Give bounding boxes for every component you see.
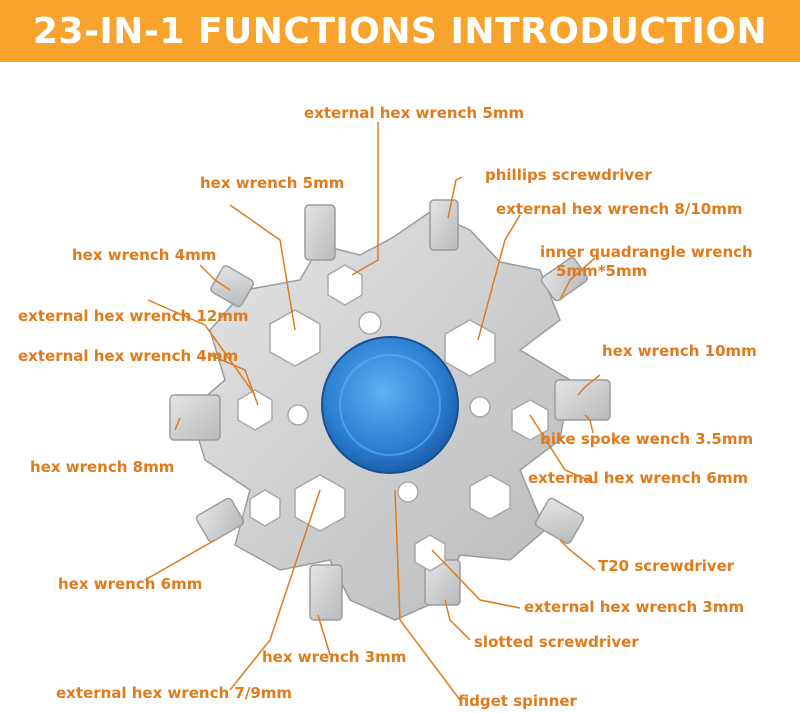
label-external-hex-8-10mm: external hex wrench 8/10mm: [496, 200, 743, 218]
label-external-hex-5mm: external hex wrench 5mm: [304, 104, 525, 122]
leader-lines: [144, 122, 601, 701]
label-hex-4mm: hex wrench 4mm: [72, 246, 217, 264]
fidget-spinner-cap: [321, 336, 459, 474]
label-bike-spoke-wrench: bike spoke wench 3.5mm: [540, 430, 754, 448]
label-hex-10mm: hex wrench 10mm: [602, 342, 757, 360]
label-inner-quadrangle-wrench: inner quadrangle wrench: [540, 243, 753, 261]
label-inner-quadrangle-size: 5mm*5mm: [556, 262, 648, 280]
label-phillips-screwdriver: phillips screwdriver: [485, 166, 652, 184]
label-external-hex-4mm: external hex wrench 4mm: [18, 347, 239, 365]
page-title: 23-IN-1 FUNCTIONS INTRODUCTION: [32, 10, 768, 52]
label-external-hex-7-9mm: external hex wrench 7/9mm: [56, 684, 293, 702]
label-external-hex-6mm: external hex wrench 6mm: [528, 469, 749, 487]
label-slotted-screwdriver: slotted screwdriver: [474, 633, 639, 651]
label-hex-8mm: hex wrench 8mm: [30, 458, 175, 476]
label-hex-5mm: hex wrench 5mm: [200, 174, 345, 192]
label-t20-screwdriver: T20 screwdriver: [598, 557, 735, 575]
label-hex-3mm: hex wrench 3mm: [262, 648, 407, 666]
round-holes: [287, 311, 491, 503]
label-hex-6mm: hex wrench 6mm: [58, 575, 203, 593]
title-banner: 23-IN-1 FUNCTIONS INTRODUCTION: [0, 0, 800, 62]
label-external-hex-12mm: external hex wrench 12mm: [18, 307, 249, 325]
label-fidget-spinner: fidget spinner: [458, 692, 577, 710]
label-external-hex-3mm: external hex wrench 3mm: [524, 598, 745, 616]
